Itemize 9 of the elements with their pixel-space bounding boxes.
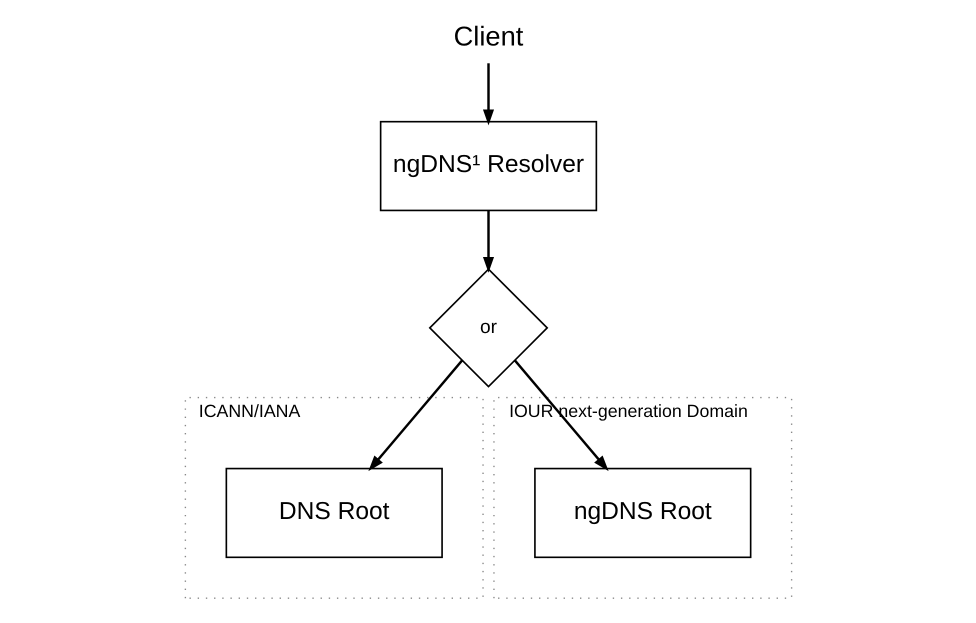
arrow: [514, 360, 608, 472]
arrow: [482, 63, 494, 126]
node-box: ngDNS¹ Resolver: [379, 120, 597, 212]
node-text: Client: [453, 20, 523, 52]
arrow: [482, 210, 494, 273]
node-box: DNS Root: [225, 468, 442, 558]
arrow: [368, 360, 462, 472]
node-box: ngDNS Root: [534, 468, 751, 558]
node-diamond: or: [428, 268, 548, 388]
